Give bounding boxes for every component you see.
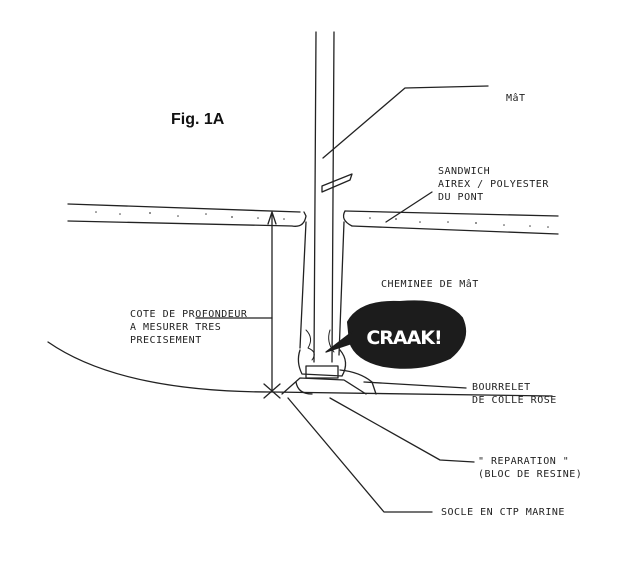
mast-well: [299, 221, 345, 356]
label-repair: " REPARATION " (BLOC DE RESINE): [478, 456, 583, 480]
deck-sandwich-left: [67, 203, 307, 227]
figure-title: Fig. 1A: [171, 111, 225, 128]
crack-exclamation: CRAAK!: [366, 327, 441, 349]
label-marine-plywood-base: SOCLE EN CTP MARINE: [441, 507, 565, 518]
depth-dimension-arrow: [263, 211, 281, 399]
label-mast-well: CHEMINEE DE MâT: [381, 279, 479, 290]
leader-base: [287, 397, 433, 513]
deck-sandwich-right: [342, 210, 559, 235]
label-glue-bead: BOURRELET DE COLLE ROSE: [472, 382, 557, 406]
label-depth-dimension: COTE DE PROFONDEUR A MESURER TRES PRECIS…: [130, 309, 248, 346]
hull-bottom: [47, 341, 553, 397]
leader-mast: [322, 85, 489, 159]
mast: [313, 31, 353, 363]
leader-deck: [385, 191, 433, 223]
deck-core-texture: [95, 211, 549, 228]
leader-glue: [363, 381, 467, 389]
crack-bubble: [305, 300, 466, 369]
label-deck-sandwich: SANDWICH AIREX / POLYESTER DU PONT: [438, 166, 549, 203]
label-mast: MâT: [506, 93, 526, 104]
leader-repair: [329, 397, 475, 463]
